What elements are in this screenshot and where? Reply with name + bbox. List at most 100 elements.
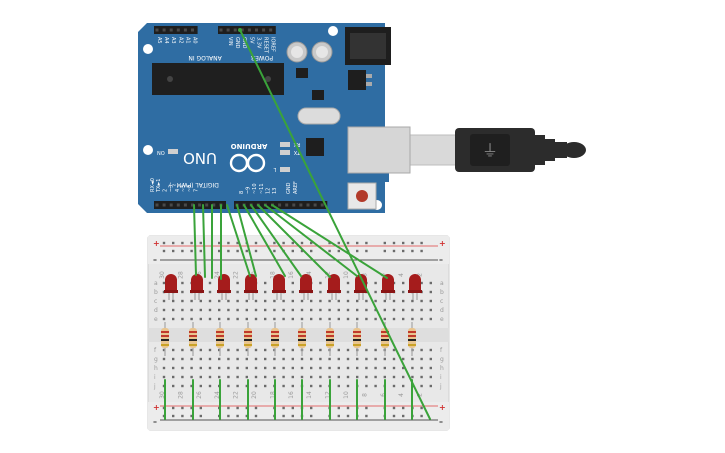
header-pin[interactable] xyxy=(278,203,282,207)
resistor[interactable] xyxy=(326,322,334,356)
resistor[interactable] xyxy=(189,322,197,356)
header-pin[interactable] xyxy=(155,203,159,207)
header-pin[interactable] xyxy=(219,28,223,32)
plus-label: + xyxy=(439,239,446,248)
resistor[interactable] xyxy=(353,322,361,356)
column-number: 8 xyxy=(361,393,368,397)
header-pin[interactable] xyxy=(320,203,324,207)
header-pin[interactable] xyxy=(191,28,194,32)
led[interactable] xyxy=(327,274,341,300)
row-letter: i xyxy=(440,374,442,381)
signal-wire[interactable] xyxy=(250,204,302,277)
signal-wire[interactable] xyxy=(243,204,286,277)
minus-label: – xyxy=(439,417,443,426)
column-number: 30 xyxy=(159,391,166,399)
signal-wire[interactable] xyxy=(236,204,257,277)
mounting-hole xyxy=(328,26,338,36)
header-pin[interactable] xyxy=(226,28,230,32)
resistor[interactable] xyxy=(408,322,416,356)
digital-header-high[interactable] xyxy=(234,201,328,209)
header-pin[interactable] xyxy=(155,28,159,32)
header-pin[interactable] xyxy=(169,28,173,32)
header-pin[interactable] xyxy=(169,203,173,207)
header-pin[interactable] xyxy=(269,28,273,32)
header-pin[interactable] xyxy=(292,203,296,207)
row-letter: g xyxy=(154,356,158,363)
header-pin[interactable] xyxy=(255,28,258,32)
led[interactable] xyxy=(272,274,286,300)
pin-label: 13 xyxy=(272,188,278,194)
tx-label: TX xyxy=(293,149,301,155)
pin-label: ~3 xyxy=(169,185,175,192)
header-pin[interactable] xyxy=(205,203,209,207)
column-number: 28 xyxy=(177,271,184,279)
power-header[interactable] xyxy=(218,26,276,34)
analog-header[interactable] xyxy=(154,26,198,34)
led[interactable] xyxy=(244,274,258,300)
usb-cable[interactable]: ⏚ xyxy=(409,128,586,172)
microcontroller-chip xyxy=(152,63,284,95)
header-pin[interactable] xyxy=(240,28,244,32)
header-pin[interactable] xyxy=(162,203,166,207)
capacitor xyxy=(286,41,308,63)
usb-icon: ⏚ xyxy=(482,141,498,160)
row-letter: d xyxy=(154,307,158,314)
reset-button[interactable] xyxy=(347,182,377,210)
leds xyxy=(164,274,422,300)
row-letter: e xyxy=(440,316,444,323)
led[interactable] xyxy=(381,274,395,300)
column-number: 22 xyxy=(233,271,240,279)
header-pin[interactable] xyxy=(191,203,194,207)
arduino-infinity-logo xyxy=(229,153,266,173)
header-pin[interactable] xyxy=(247,28,251,32)
capacitor xyxy=(311,41,333,63)
row-letter: a xyxy=(154,280,158,287)
resistor[interactable] xyxy=(298,322,306,356)
led[interactable] xyxy=(354,274,368,300)
signal-wire[interactable] xyxy=(226,204,251,277)
row-letter: d xyxy=(440,307,444,314)
digital-header-low[interactable] xyxy=(154,201,226,209)
header-pin[interactable] xyxy=(183,28,187,32)
led[interactable] xyxy=(408,274,422,300)
header-pin[interactable] xyxy=(212,203,216,207)
pin-label: AREF xyxy=(293,181,299,194)
led[interactable] xyxy=(190,274,204,300)
pin-label: GND xyxy=(234,37,240,49)
resistor[interactable] xyxy=(216,322,224,356)
column-number: 8 xyxy=(361,273,368,277)
header-pin[interactable] xyxy=(306,203,310,207)
resistor[interactable] xyxy=(161,322,169,356)
header-pin[interactable] xyxy=(285,203,289,207)
header-pin[interactable] xyxy=(176,203,180,207)
header-pin[interactable] xyxy=(162,28,166,32)
pin-label: A0 xyxy=(192,37,198,44)
plus-label: + xyxy=(439,403,446,412)
header-pin[interactable] xyxy=(262,28,266,32)
signal-wire[interactable] xyxy=(193,204,197,276)
column-number: 14 xyxy=(306,391,313,399)
resistor[interactable] xyxy=(271,322,279,356)
signal-wire[interactable] xyxy=(202,204,206,278)
header-pin[interactable] xyxy=(176,28,180,32)
row-letter: c xyxy=(154,298,157,305)
header-pin[interactable] xyxy=(299,203,303,207)
row-letter: e xyxy=(154,316,158,323)
row-letter: j xyxy=(439,383,442,390)
ground-wire[interactable] xyxy=(239,29,431,420)
resistor[interactable] xyxy=(244,322,252,356)
led[interactable] xyxy=(299,274,313,300)
signal-wire[interactable] xyxy=(264,204,358,277)
column-number: 4 xyxy=(398,273,405,277)
led[interactable] xyxy=(164,274,178,300)
header-pin[interactable] xyxy=(233,28,237,32)
uno-logo: UNO xyxy=(183,149,217,167)
header-pin[interactable] xyxy=(183,203,187,207)
signal-wire[interactable] xyxy=(257,204,331,278)
header-pin[interactable] xyxy=(198,203,202,207)
signal-wire[interactable] xyxy=(271,204,388,279)
header-pin[interactable] xyxy=(313,203,317,207)
